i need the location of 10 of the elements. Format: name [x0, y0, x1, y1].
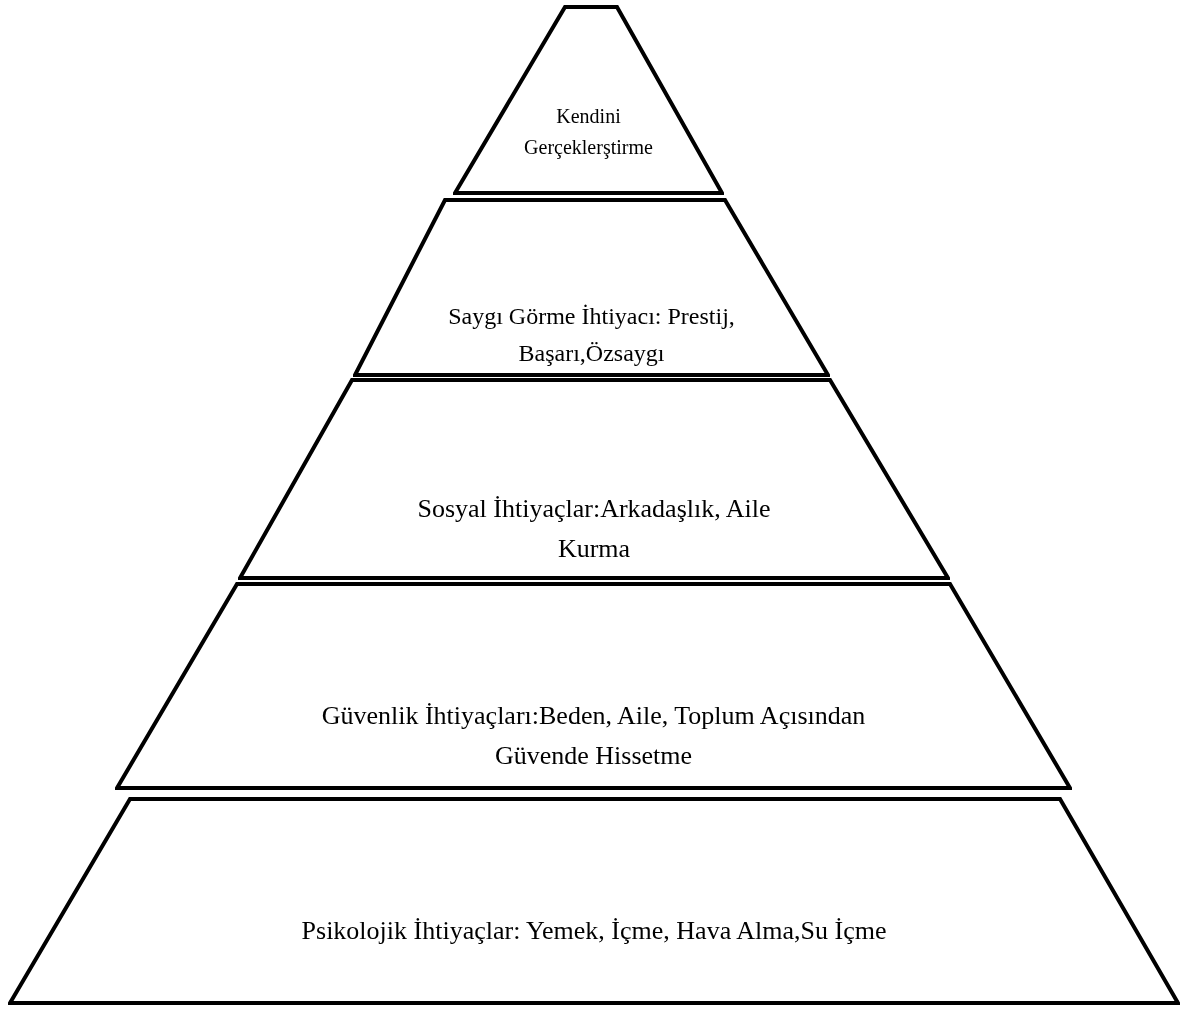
tier-label: Güvenlik İhtiyaçları:Beden, Aile, Toplum Açısından Güvende Hissetme [320, 700, 867, 773]
pyramid-tier [8, 797, 1180, 1005]
tier-label: Sosyal İhtiyaçlar:Arkadaşlık, Aile Kurma [416, 493, 772, 566]
pyramid-tier [453, 5, 724, 195]
pyramid-tier [238, 378, 950, 580]
tier-label: Saygı Görme İhtiyacı: Prestij, Başarı,Özsaygı [447, 301, 736, 368]
tier-label: Kendini Gerçeklerştirme [523, 103, 654, 161]
pyramid-tier [353, 198, 830, 377]
tier-label: Psikolojik İhtiyaçlar: Yemek, İçme, Hava Alma,Su İçme [300, 915, 888, 947]
pyramid-tier [115, 582, 1072, 790]
